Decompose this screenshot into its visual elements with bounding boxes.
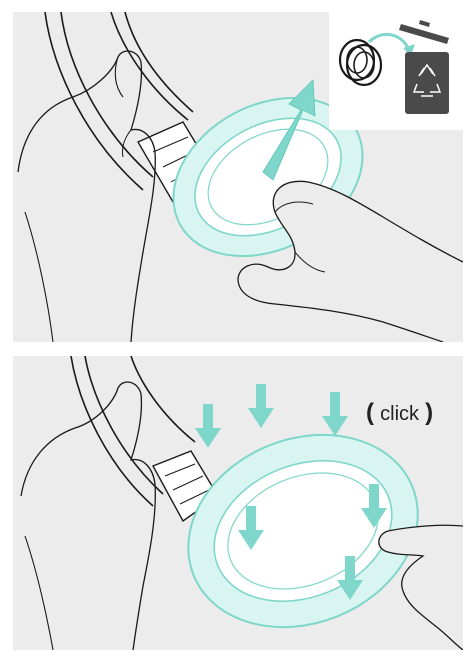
click-open-paren: ( [366,399,374,426]
click-close-paren: ) [425,399,433,426]
step-attach-ear-pad-panel: ( click ) [13,356,463,650]
click-word: click [380,403,419,425]
step-remove-ear-pad-panel [13,12,463,342]
click-sound-label: ( click ) [366,399,433,427]
recycle-inset [329,12,463,130]
